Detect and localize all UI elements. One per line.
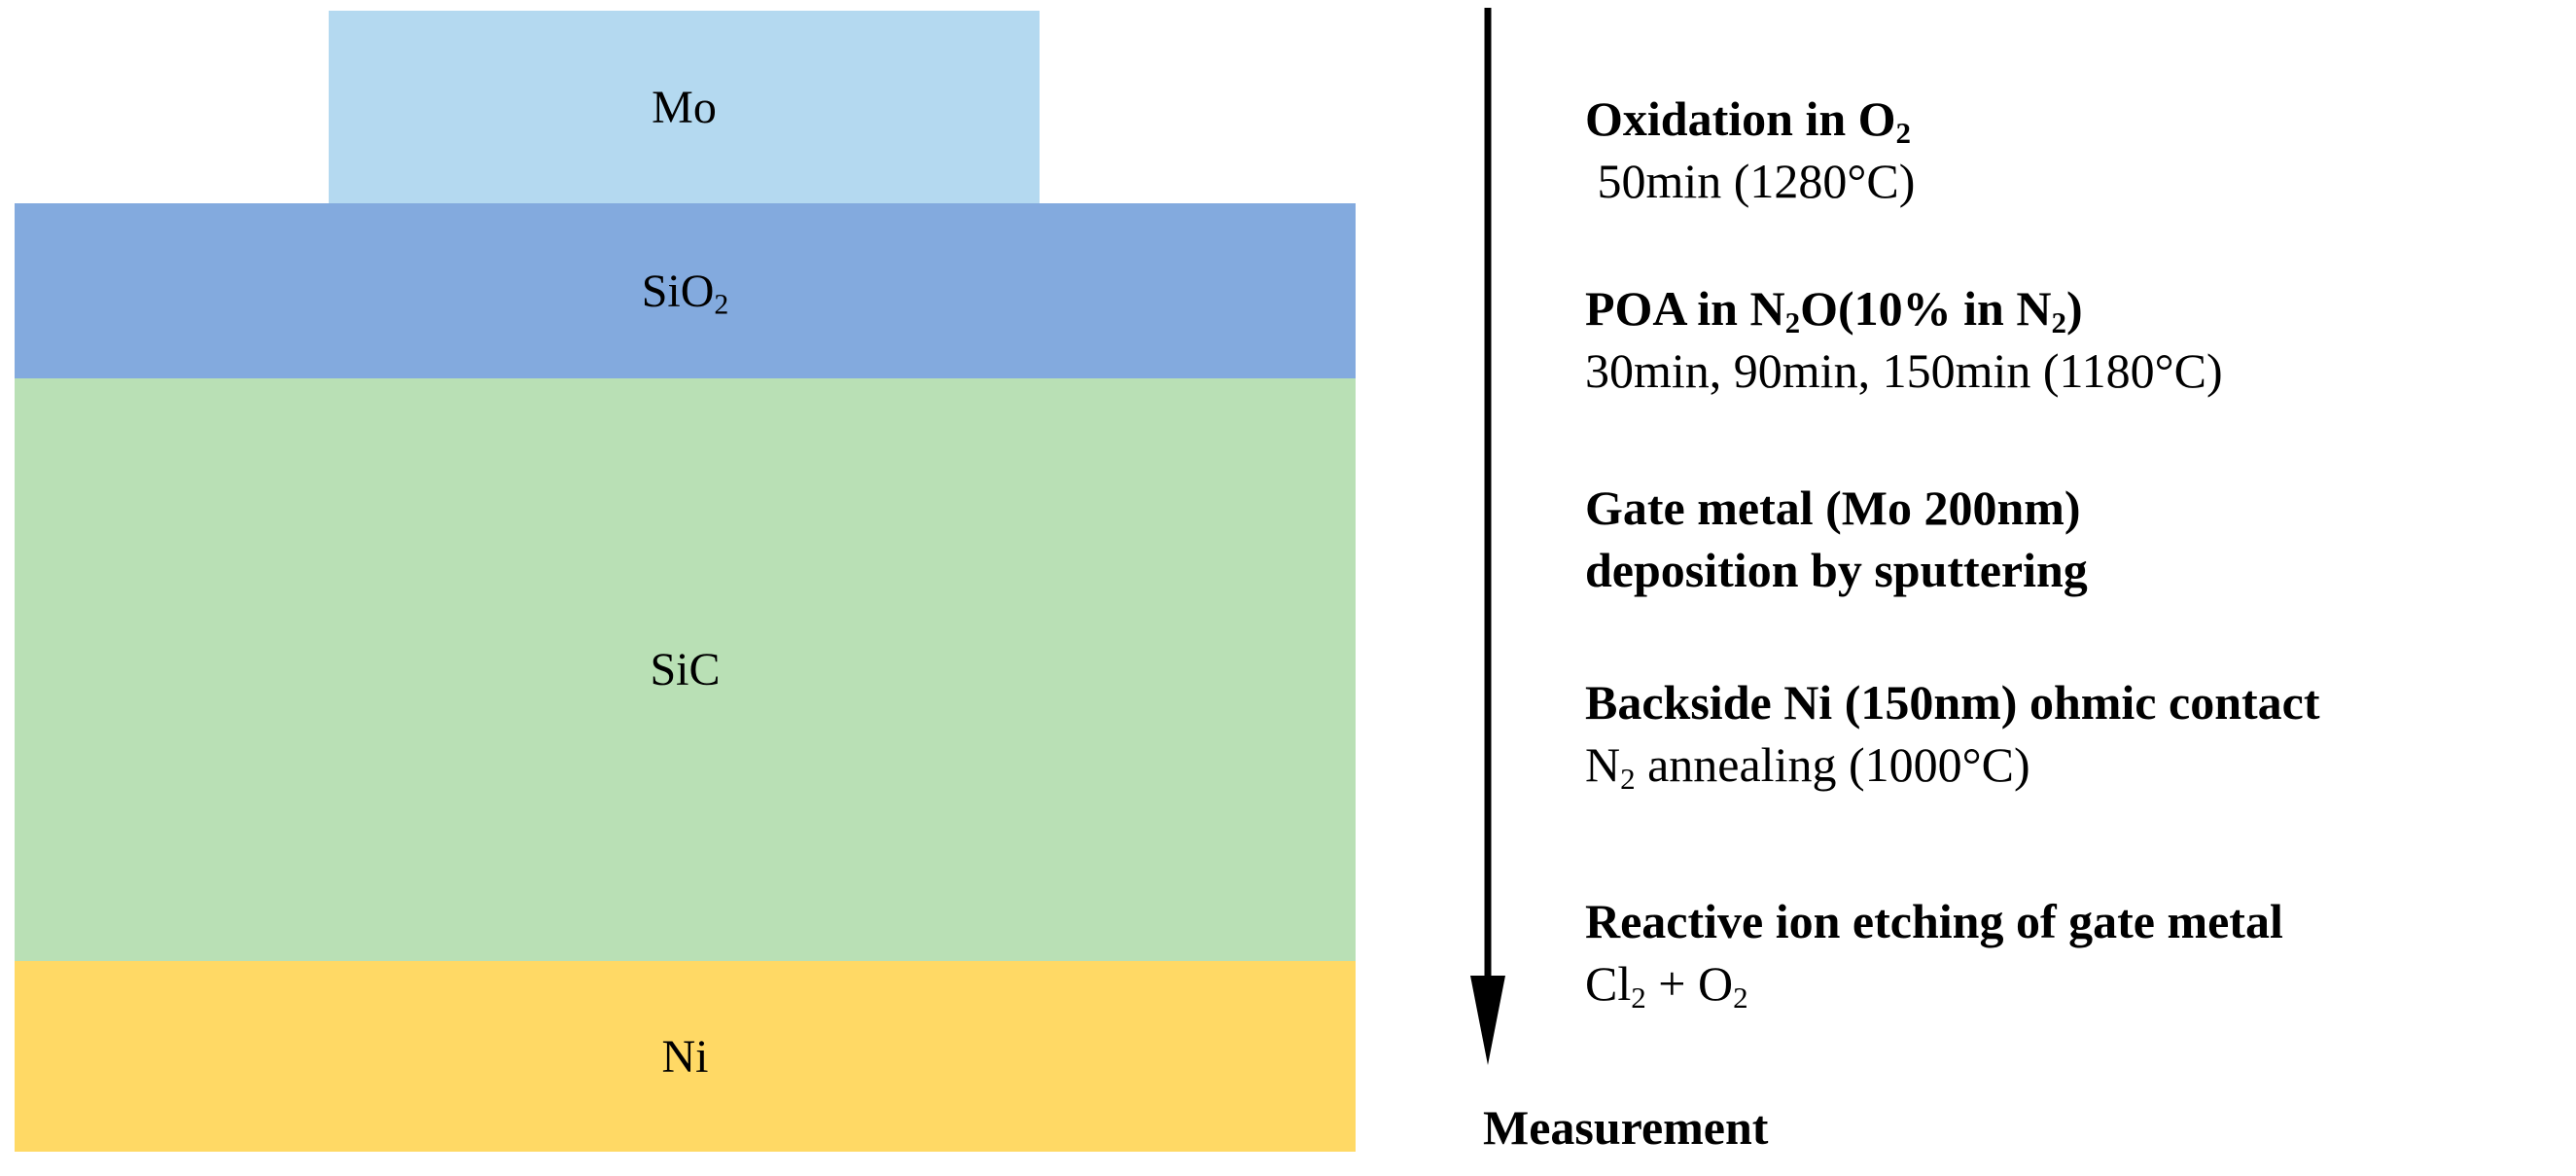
ni-layer: Ni <box>15 961 1356 1152</box>
mo-layer-label: Mo <box>652 81 717 133</box>
measurement-label: Measurement <box>1483 1100 1769 1155</box>
sic-layer-label: SiC <box>650 644 721 695</box>
step-title: Oxidation in O2 <box>1585 91 1912 150</box>
ni-layer-label: Ni <box>661 1030 709 1083</box>
step-detail: Cl2 + O2 <box>1585 956 1748 1015</box>
sic-layer: SiC <box>15 378 1356 961</box>
step-title: Reactive ion etching of gate metal <box>1585 894 2283 948</box>
step-detail: 50min (1280°C) <box>1585 154 1916 208</box>
sio2-layer-label: SiO2 <box>641 265 729 320</box>
step-title: POA in N2O(10% in N2) <box>1585 281 2083 339</box>
step-detail: 30min, 90min, 150min (1180°C) <box>1585 343 2223 398</box>
step-detail: N2 annealing (1000°C) <box>1585 737 2030 796</box>
mo-layer: Mo <box>329 11 1040 203</box>
step-poa: POA in N2O(10% in N2) 30min, 90min, 150m… <box>1585 277 2223 402</box>
step-gate-metal: Gate metal (Mo 200nm) deposition by sput… <box>1585 477 2088 601</box>
step-oxidation: Oxidation in O2 50min (1280°C) <box>1585 88 1915 212</box>
step-backside-ni: Backside Ni (150nm) ohmic contact N2 ann… <box>1585 671 2320 796</box>
step-title: Backside Ni (150nm) ohmic contact <box>1585 675 2320 730</box>
step-title: Gate metal (Mo 200nm) <box>1585 481 2081 535</box>
process-flow-arrow <box>1470 8 1505 1065</box>
step-detail: deposition by sputtering <box>1585 543 2088 597</box>
sio2-layer: SiO2 <box>15 203 1356 378</box>
step-reactive-ion-etching: Reactive ion etching of gate metal Cl2 +… <box>1585 890 2283 1015</box>
